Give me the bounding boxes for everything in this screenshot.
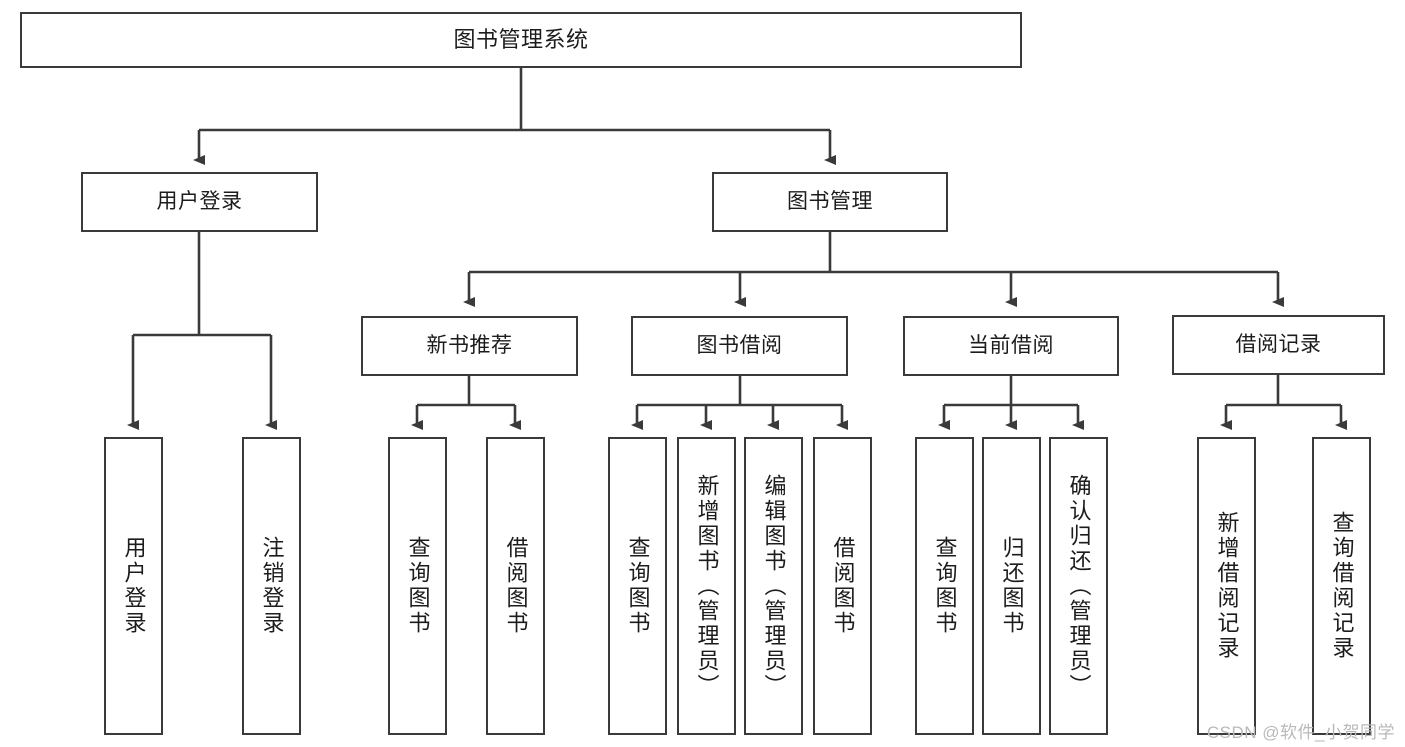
node-label: 用户登录 bbox=[156, 189, 243, 213]
node-label: 查询借阅记录 bbox=[1329, 511, 1355, 661]
node-label: 编辑图书（管理员） bbox=[761, 473, 787, 699]
node-root-system[interactable]: 图书管理系统 bbox=[20, 12, 1022, 68]
node-label: 图书借阅 bbox=[696, 333, 783, 357]
leaf-borrow-add-book-admin[interactable]: 新增图书（管理员） bbox=[677, 437, 736, 735]
node-label: 借阅图书 bbox=[830, 536, 856, 636]
node-label: 借阅图书 bbox=[503, 536, 529, 636]
node-label: 查询图书 bbox=[405, 536, 431, 636]
leaf-borrow-borrow-book[interactable]: 借阅图书 bbox=[813, 437, 872, 735]
node-label: 新增借阅记录 bbox=[1214, 511, 1240, 661]
leaf-user-login[interactable]: 用户登录 bbox=[104, 437, 163, 735]
node-label: 新增图书（管理员） bbox=[694, 473, 720, 699]
leaf-record-add-borrow-record[interactable]: 新增借阅记录 bbox=[1197, 437, 1256, 735]
node-label: 新书推荐 bbox=[426, 333, 513, 357]
node-book-management[interactable]: 图书管理 bbox=[712, 172, 948, 232]
node-label: 归还图书 bbox=[999, 536, 1025, 636]
leaf-newbook-query-book[interactable]: 查询图书 bbox=[388, 437, 447, 735]
node-borrow-record[interactable]: 借阅记录 bbox=[1172, 315, 1385, 375]
leaf-current-confirm-return-admin[interactable]: 确认归还（管理员） bbox=[1049, 437, 1108, 735]
leaf-newbook-borrow-book[interactable]: 借阅图书 bbox=[486, 437, 545, 735]
node-label: 图书管理系统 bbox=[453, 27, 589, 53]
leaf-record-query-borrow-record[interactable]: 查询借阅记录 bbox=[1312, 437, 1371, 735]
node-user-login[interactable]: 用户登录 bbox=[81, 172, 318, 232]
leaf-current-query-book[interactable]: 查询图书 bbox=[915, 437, 974, 735]
node-label: 注销登录 bbox=[259, 536, 285, 636]
node-current-borrow[interactable]: 当前借阅 bbox=[903, 316, 1119, 376]
node-label: 借阅记录 bbox=[1235, 332, 1322, 356]
leaf-borrow-edit-book-admin[interactable]: 编辑图书（管理员） bbox=[744, 437, 803, 735]
node-label: 用户登录 bbox=[121, 536, 147, 636]
leaf-borrow-query-book[interactable]: 查询图书 bbox=[608, 437, 667, 735]
node-label: 查询图书 bbox=[625, 536, 651, 636]
csdn-watermark: CSDN @软件_小贺同学 bbox=[1206, 723, 1395, 742]
node-label: 确认归还（管理员） bbox=[1066, 473, 1092, 699]
node-label: 当前借阅 bbox=[968, 333, 1054, 357]
leaf-current-return-book[interactable]: 归还图书 bbox=[982, 437, 1041, 735]
node-book-borrow[interactable]: 图书借阅 bbox=[631, 316, 848, 376]
node-label: 查询图书 bbox=[932, 536, 958, 636]
node-new-book-recommend[interactable]: 新书推荐 bbox=[361, 316, 578, 376]
node-label: 图书管理 bbox=[787, 189, 873, 213]
leaf-logout[interactable]: 注销登录 bbox=[242, 437, 301, 735]
